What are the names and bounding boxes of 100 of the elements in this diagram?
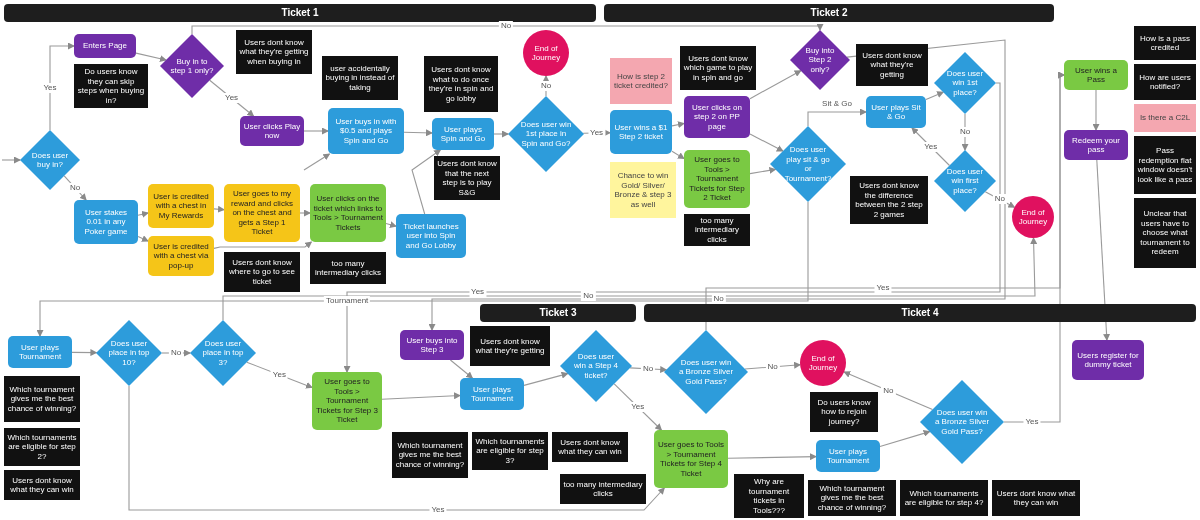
decision-diamond: Does user win first place? bbox=[934, 150, 996, 212]
process-box: User buys in with $0.5 and plays Spin and Go bbox=[328, 108, 404, 154]
section-header: Ticket 2 bbox=[604, 4, 1054, 22]
process-box: User goes to my reward and clicks on the chest and gets a Step 1 Ticket bbox=[224, 184, 300, 242]
sticky-note: Users dont know that the next step is to play S&G bbox=[434, 156, 500, 200]
sticky-note: Users dont know what they can win bbox=[552, 432, 628, 462]
sticky-note: Why are tournament tickets in Tools??? bbox=[734, 474, 804, 518]
section-header: Ticket 4 bbox=[644, 304, 1196, 322]
edge-label: Yes bbox=[469, 287, 487, 297]
edge-label: Yes bbox=[629, 401, 647, 412]
arrow bbox=[137, 235, 149, 242]
sticky-note: too many intermediary clicks bbox=[560, 474, 646, 504]
edge-label: Yes bbox=[922, 141, 940, 152]
process-box: Enters Page bbox=[74, 34, 136, 58]
sticky-note: Which tournament gives me the best chance of winning? bbox=[4, 376, 80, 422]
arrow bbox=[807, 108, 867, 127]
edge-label: No bbox=[538, 81, 554, 91]
process-box: User wins a Pass bbox=[1064, 60, 1128, 90]
end-circle: End of Journey bbox=[1012, 196, 1054, 238]
sticky-note: Users dont know what they can win bbox=[992, 480, 1080, 516]
sticky-note: Which tournament gives me the best chance of winning? bbox=[808, 480, 896, 516]
decision-diamond: Does user play sit & go or Tournament? bbox=[770, 126, 846, 202]
arrow bbox=[671, 121, 685, 129]
decision-diamond: Does user win 1st place? bbox=[934, 52, 996, 114]
sticky-note: Chance to win Gold/ Silver/ Bronze & step 3 as well bbox=[610, 162, 676, 218]
arrow bbox=[36, 201, 809, 337]
arrow bbox=[213, 205, 225, 213]
process-box: User buys into Step 3 bbox=[400, 330, 464, 360]
arrow bbox=[1092, 89, 1100, 131]
edge-label: No bbox=[581, 291, 596, 301]
sticky-note: How are users notified? bbox=[1134, 64, 1196, 100]
decision-diamond: Does user win a Bronze Silver Gold Pass? bbox=[920, 380, 1004, 464]
decision-diamond: Does user place in top 3? bbox=[190, 320, 256, 386]
arrow bbox=[925, 91, 945, 100]
arrow bbox=[1, 156, 21, 164]
end-circle: End of Journey bbox=[523, 30, 569, 76]
arrow bbox=[843, 371, 934, 411]
decision-diamond: Buy into Step 2 only? bbox=[790, 30, 850, 90]
decision-diamond: Does user place in top 10? bbox=[96, 320, 162, 386]
process-box: User plays Tournament bbox=[816, 440, 880, 472]
sticky-note: Pass redemption flat window doesn't look like a pass bbox=[1134, 136, 1196, 194]
sticky-note: How is a pass credited bbox=[1134, 26, 1196, 60]
process-box: User clicks on step 2 on PP page bbox=[684, 96, 750, 138]
arrow bbox=[749, 133, 784, 152]
section-header: Ticket 1 bbox=[4, 4, 596, 22]
edge-label: No bbox=[498, 21, 514, 31]
process-box: Redeem your pass bbox=[1064, 130, 1128, 160]
arrow bbox=[385, 221, 397, 229]
arrow bbox=[222, 237, 1038, 321]
edge-label: No bbox=[992, 194, 1007, 205]
arrow bbox=[343, 82, 1001, 373]
decision-diamond: Does user win 1st place in Spin and Go? bbox=[508, 96, 584, 172]
sticky-note: Which tournament gives me the best chance of winning? bbox=[392, 432, 468, 478]
arrow bbox=[213, 241, 313, 249]
sticky-note: user accidentally buying in instead of taking bbox=[322, 56, 398, 100]
sticky-note: Users dont know what they can win bbox=[4, 470, 80, 500]
arrow bbox=[191, 24, 824, 35]
edge-label: No bbox=[641, 363, 656, 374]
sticky-note: too many intermediary clicks bbox=[684, 214, 750, 246]
edge-label: Yes bbox=[429, 505, 447, 515]
arrow bbox=[299, 209, 311, 217]
sticky-note: Users dont know where to go to see ticket bbox=[224, 252, 300, 292]
edge-label: Tournament bbox=[324, 296, 371, 306]
arrow bbox=[49, 42, 75, 131]
decision-diamond: Does user win a Bronze Silver Gold Pass? bbox=[664, 330, 748, 414]
sticky-note: Users dont know what to do once they're in spin and go lobby bbox=[424, 56, 498, 112]
process-box: Users register for dummy ticket bbox=[1072, 340, 1144, 380]
arrow bbox=[135, 52, 167, 63]
arrow bbox=[523, 371, 569, 386]
arrow bbox=[749, 70, 802, 100]
edge-label: Yes bbox=[223, 93, 241, 104]
process-box: User clicks Play now bbox=[240, 116, 304, 146]
edge-label: No bbox=[168, 348, 184, 358]
arrow bbox=[381, 392, 461, 400]
sticky-note: Users dont know what they're getting bbox=[470, 326, 550, 366]
sticky-note: Is there a C2L bbox=[1134, 104, 1196, 132]
process-box: User plays Tournament bbox=[8, 336, 72, 368]
decision-diamond: Does user win a Step 4 ticket? bbox=[560, 330, 632, 402]
process-box: User clicks on the ticket which links to Tools > Tournament Tickets bbox=[310, 184, 386, 242]
sticky-note: Users dont know what they're getting when buying in bbox=[236, 30, 312, 74]
arrow bbox=[137, 210, 149, 218]
process-box: User goes to Tools > Tournament Tickets for Step 3 Ticket bbox=[312, 372, 382, 430]
arrow bbox=[411, 149, 442, 215]
edge-label: No bbox=[711, 294, 726, 304]
edge-label: No bbox=[957, 127, 973, 137]
edge-label: Yes bbox=[1023, 417, 1041, 427]
process-box: User plays Spin and Go bbox=[432, 118, 494, 150]
arrow bbox=[303, 153, 331, 171]
sticky-note: Which tournaments are eligible for step 3? bbox=[472, 432, 548, 470]
arrow bbox=[403, 129, 433, 137]
process-box: Ticket launches user into Spin and Go Lobby bbox=[396, 214, 466, 258]
arrow bbox=[428, 39, 1006, 331]
process-box: User goes to Tools > Tournament Tickets for Step 2 Ticket bbox=[684, 150, 750, 208]
arrow bbox=[303, 127, 329, 135]
arrow bbox=[749, 166, 777, 175]
edge-label: Sit & Go bbox=[820, 99, 854, 109]
sticky-note: Which tournaments are eligible for step 4? bbox=[900, 480, 988, 516]
edge-label: Yes bbox=[270, 369, 288, 380]
edge-label: No bbox=[881, 385, 896, 396]
arrow bbox=[1003, 71, 1065, 423]
